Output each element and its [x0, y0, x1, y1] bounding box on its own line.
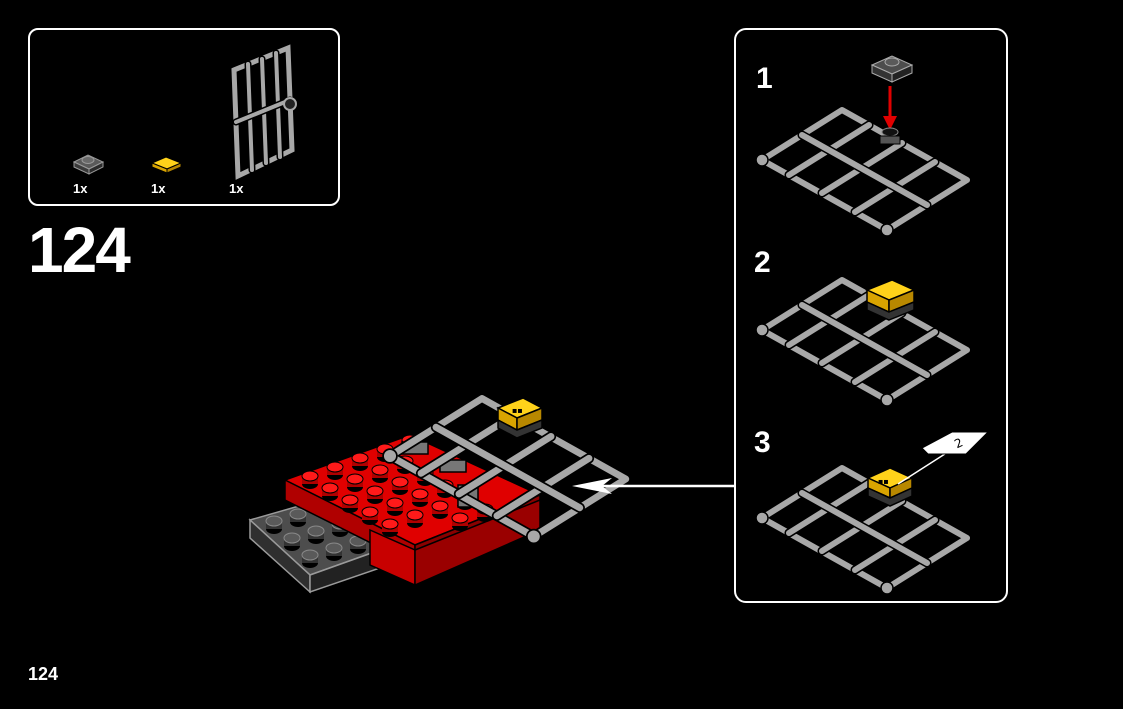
- sub-step-number-2: 2: [754, 246, 771, 279]
- parts-list-box: 1x 1x 1x: [28, 28, 340, 206]
- sub-steps-panel: 1 2 3 ▪▪ 2: [734, 28, 1008, 603]
- step-number: 124: [28, 214, 131, 286]
- sub-step-2-illustration: [752, 260, 992, 410]
- yellow-tile-on-gate: ▪▪: [496, 397, 544, 439]
- sub-step-number-1: 1: [756, 62, 773, 95]
- page-number: 124: [28, 664, 59, 684]
- light-gray-door-gate-icon: [229, 42, 297, 183]
- sub-step-1-illustration: [752, 55, 992, 230]
- svg-text:▪▪: ▪▪: [878, 477, 889, 486]
- svg-text:▪▪: ▪▪: [512, 406, 523, 415]
- dark-gray-plate-1x1-icon: [72, 154, 105, 175]
- sub-step-3-illustration: ▪▪ 2: [752, 431, 990, 598]
- part-quantity-3: 1x: [229, 181, 244, 196]
- sub-step-number-3: 3: [754, 426, 771, 459]
- part-quantity-2: 1x: [151, 181, 166, 196]
- part-quantity-1: 1x: [73, 181, 88, 196]
- main-assembly-illustration: ▪▪: [248, 380, 610, 594]
- yellow-tile-1x1-icon: [150, 156, 183, 174]
- pointer-arrow: [572, 478, 736, 494]
